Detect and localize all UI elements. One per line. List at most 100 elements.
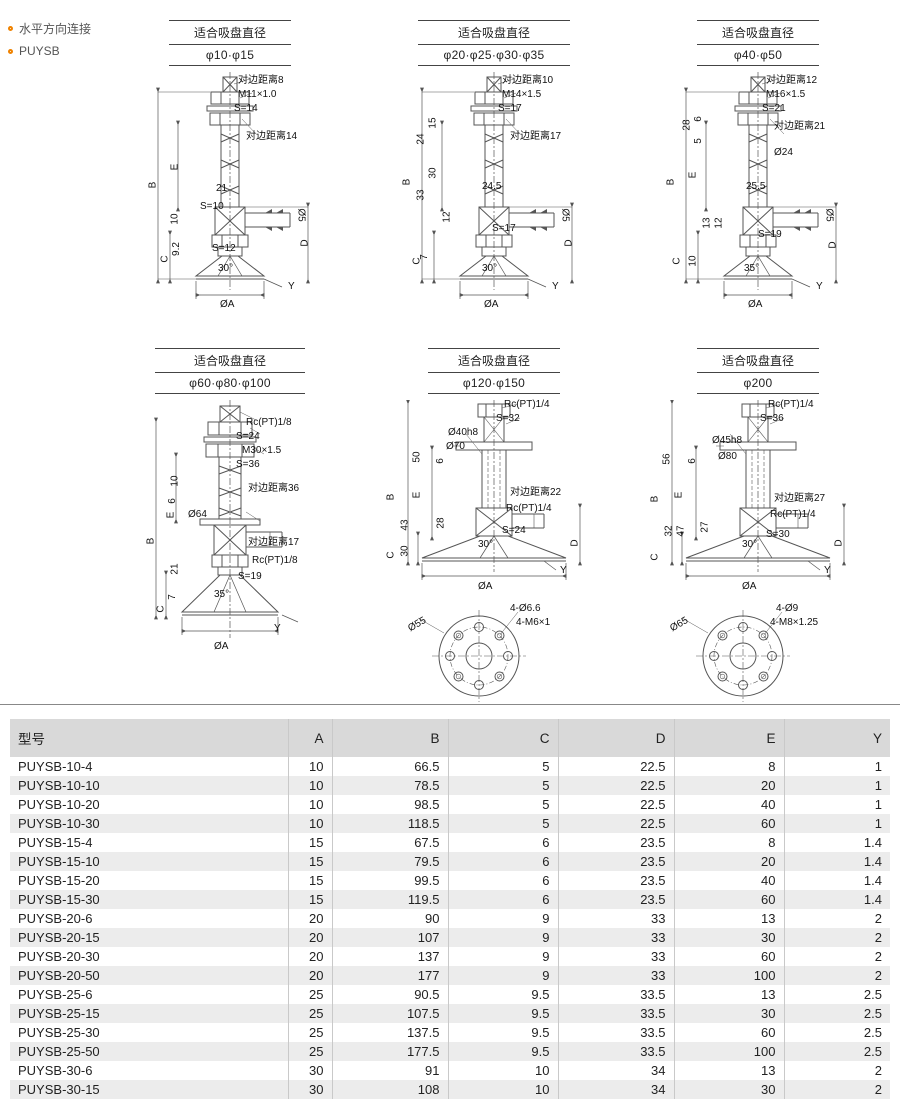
value-cell: 6 xyxy=(447,833,558,852)
value-cell: 23.5 xyxy=(557,890,674,909)
title-label: 适合吸盘直径 xyxy=(428,349,560,373)
dim-annotation: 15 xyxy=(427,117,439,129)
page-header: 水平方向连接 PUYSB xyxy=(8,20,91,65)
value-cell: 10 xyxy=(287,776,332,795)
value-cell: 30 xyxy=(673,1004,784,1023)
diameter-range: φ40·φ50 xyxy=(733,48,783,62)
panel-d120-150: 适合吸盘直径 φ120·φ150 Rc(PT)1/4 S=32 Ø40h8 Ø7… xyxy=(362,348,626,705)
suction-diameter-title: 适合吸盘直径 φ60·φ80·φ100 xyxy=(155,348,305,394)
dim-annotation: C xyxy=(155,605,167,613)
dim-annotation: 对边距离8 xyxy=(238,75,284,86)
value-cell: 15 xyxy=(287,852,332,871)
dim-annotation: 28 xyxy=(435,517,447,529)
drawing-panels: 适合吸盘直径 φ10·φ15 对边距离8 M11×1.0 S=14 对边距离14… xyxy=(98,20,890,705)
value-cell: 67.5 xyxy=(331,833,448,852)
divider xyxy=(0,704,900,705)
value-cell: 13 xyxy=(673,909,784,928)
value-cell: 30 xyxy=(287,1061,332,1080)
fitting-drawing xyxy=(130,400,330,670)
value-cell: 20 xyxy=(287,928,332,947)
value-cell: 20 xyxy=(287,966,332,985)
value-cell: 2 xyxy=(783,966,890,985)
value-cell: 2 xyxy=(783,947,890,966)
value-cell: 60 xyxy=(673,890,784,909)
value-cell: 2.5 xyxy=(783,985,890,1004)
value-cell: 33.5 xyxy=(557,1004,674,1023)
dim-annotation: 6 xyxy=(686,458,698,464)
dim-annotation: 35° xyxy=(214,589,230,600)
value-cell: 99.5 xyxy=(331,871,448,890)
suction-diameter-title: 适合吸盘直径 φ120·φ150 xyxy=(428,348,560,394)
value-cell: 1.4 xyxy=(783,871,890,890)
dim-annotation: Ø64 xyxy=(188,509,207,520)
model-cell: PUYSB-10-4 xyxy=(18,759,93,774)
dim-annotation: B xyxy=(145,537,157,545)
suction-diameter-title: 适合吸盘直径 φ200 xyxy=(697,348,819,394)
value-cell: 2 xyxy=(783,928,890,947)
dim-annotation: Y xyxy=(288,281,295,292)
value-cell: 60 xyxy=(673,947,784,966)
value-cell: 20 xyxy=(673,776,784,795)
dim-annotation: S=24 xyxy=(236,431,260,442)
drawing-area: 对边距离10 M14×1.5 S=17 对边距离17 15 24 30 33 2… xyxy=(364,72,624,330)
dim-annotation: 10 xyxy=(687,255,699,267)
model-cell: PUYSB-20-6 xyxy=(18,911,93,926)
model-cell: PUYSB-15-4 xyxy=(18,835,93,850)
drawing-area: 对边距离12 M16×1.5 S=21 对边距离21 Ø24 28 6 5 B … xyxy=(628,72,888,330)
panel-d60-100: 适合吸盘直径 φ60·φ80·φ100 Rc(PT)1/8 S=24 M30×1… xyxy=(98,348,362,705)
dim-annotation: 43 xyxy=(399,519,411,531)
title-label: 适合吸盘直径 xyxy=(697,21,819,45)
dim-annotation: 30° xyxy=(482,263,498,274)
series-note-label: 水平方向连接 xyxy=(19,22,92,36)
drawing-area: Rc(PT)1/4 S=32 Ø40h8 Ø70 50 6 B E 对边距离22… xyxy=(364,400,624,705)
dim-annotation: Ø40h8 xyxy=(448,427,479,438)
value-cell: 118.5 xyxy=(331,814,448,833)
value-cell: 9 xyxy=(447,966,558,985)
dim-annotation: 对边距离27 xyxy=(774,493,826,504)
dim-annotation: ØA xyxy=(742,581,757,592)
dim-annotation: 28 xyxy=(681,119,693,131)
value-cell: 9.5 xyxy=(447,1042,558,1061)
title-label: 适合吸盘直径 xyxy=(418,21,570,45)
dim-annotation: E xyxy=(165,511,177,519)
value-cell: 22.5 xyxy=(557,814,674,833)
dim-annotation: 对边距离17 xyxy=(510,131,562,142)
dim-annotation: Rc(PT)1/4 xyxy=(770,509,816,520)
fitting-drawing xyxy=(130,72,330,322)
column-header: D xyxy=(557,719,674,757)
dim-annotation: 10 xyxy=(169,475,181,487)
model-cell: PUYSB-30-6 xyxy=(18,1063,93,1078)
diameter-range: φ200 xyxy=(743,376,773,390)
value-cell: 10 xyxy=(287,757,332,776)
value-cell: 107.5 xyxy=(331,1004,448,1023)
value-cell: 33.5 xyxy=(557,1023,674,1042)
value-cell: 2.5 xyxy=(783,1042,890,1061)
dim-annotation: 25.5 xyxy=(746,181,766,192)
value-cell: 1 xyxy=(783,757,890,776)
dim-annotation: Ø5 xyxy=(559,208,571,222)
dim-annotation: Rc(PT)1/4 xyxy=(506,503,552,514)
value-cell: 60 xyxy=(673,814,784,833)
bullet-icon xyxy=(8,26,13,31)
dim-annotation: S=12 xyxy=(212,243,236,254)
dim-annotation: S=24 xyxy=(502,525,526,536)
value-cell: 8 xyxy=(673,833,784,852)
value-cell: 1 xyxy=(783,814,890,833)
dim-annotation: S=19 xyxy=(238,571,262,582)
diameter-range: φ10·φ15 xyxy=(205,48,255,62)
value-cell: 78.5 xyxy=(331,776,448,795)
dim-annotation: 30° xyxy=(478,539,494,550)
value-cell: 13 xyxy=(673,985,784,1004)
model-cell: PUYSB-20-50 xyxy=(18,968,100,983)
column-header: C xyxy=(447,719,558,757)
value-cell: 107 xyxy=(331,928,448,947)
value-cell: 2 xyxy=(783,1061,890,1080)
value-cell: 20 xyxy=(287,947,332,966)
